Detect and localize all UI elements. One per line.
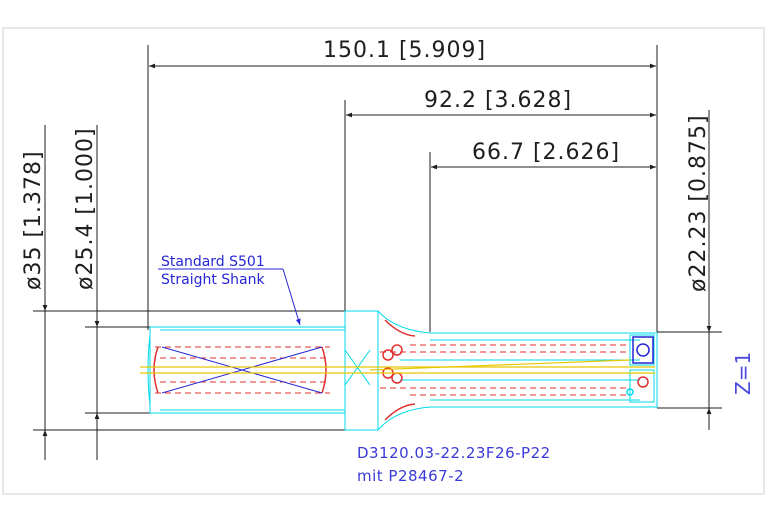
shank-type-label: Straight Shank [161, 272, 266, 288]
part-number-label: D3120.03-22.23F26-P22 [357, 444, 551, 462]
collar-hidden-2 [384, 403, 416, 421]
center-lines [140, 359, 655, 374]
coolant-hole-2 [391, 344, 403, 356]
annotation-leader [282, 268, 301, 326]
dim-shank-diameter-25: ø25.4 [1.000] [73, 127, 98, 290]
drawing-frame [2, 27, 765, 495]
shank-cross [161, 346, 323, 394]
shank-end-hidden-2 [321, 346, 327, 394]
dim-shank-diameter-35: ø35 [1.378] [21, 150, 46, 290]
vertical-dimensions-left [33, 125, 345, 460]
tool-outline [147, 310, 658, 431]
shank-outline [149, 326, 346, 414]
insert-screw-icon-3 [626, 388, 634, 396]
insert-outline-2 [629, 369, 655, 403]
vertical-dimension-right [657, 110, 722, 430]
shank-cross-2 [161, 346, 323, 394]
center-line-angled [369, 359, 631, 371]
shank-end-hidden [153, 346, 159, 394]
coolant-hole-1 [382, 349, 394, 361]
dim-flute-length: 66.7 [2.626] [472, 140, 620, 165]
insert-square [632, 336, 654, 364]
dim-overall-length: 150.1 [5.909] [323, 38, 486, 63]
z-count-label: Z=1 [731, 352, 755, 395]
insert-screw-icon-2 [637, 376, 649, 388]
dim-body-length: 92.2 [3.628] [424, 88, 572, 113]
dim-drill-diameter: ø22.23 [0.875] [686, 114, 711, 292]
collar-hidden [384, 319, 416, 337]
collar-outline [344, 310, 658, 431]
horizontal-dimensions [147, 45, 658, 332]
insert-detail [626, 336, 654, 396]
coolant-holes [153, 319, 416, 421]
shank-chamfer [147, 334, 151, 406]
coolant-hole-4 [391, 372, 403, 384]
hidden-lines [155, 344, 630, 396]
part-suffix-label: mit P28467-2 [357, 467, 464, 485]
insert-outline [629, 334, 655, 366]
shank-standard-label: Standard S501 [161, 254, 265, 270]
insert-screw-icon [636, 343, 650, 357]
